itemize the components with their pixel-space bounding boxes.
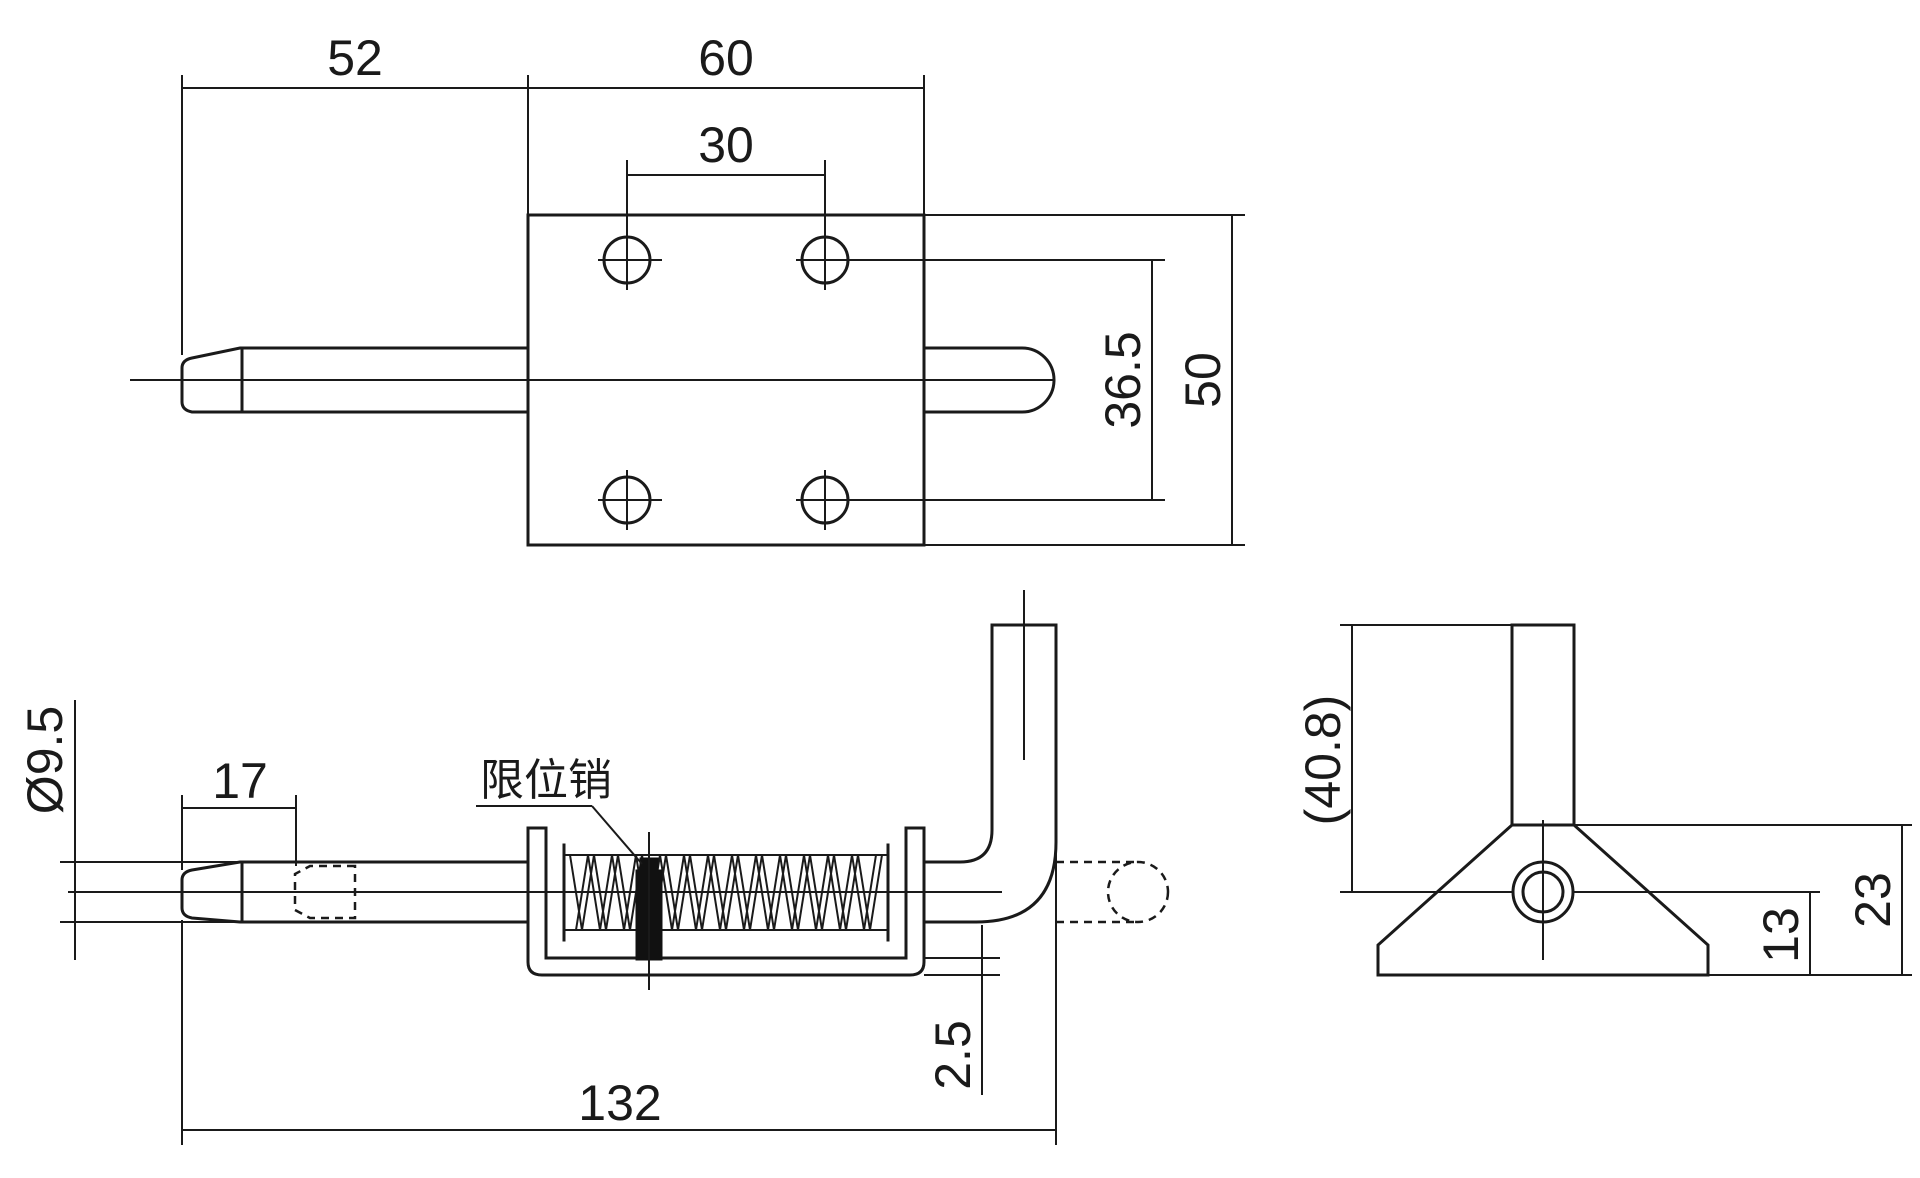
dim-52-label: 52 xyxy=(327,30,383,86)
extended-pin-end-dashed xyxy=(1106,860,1170,924)
dim-diameter: Ø9.5 xyxy=(17,700,528,960)
dim-132: 132 xyxy=(181,850,1057,1145)
stop-pin-label: 限位销 xyxy=(480,755,612,806)
dim-13: 13 xyxy=(1573,891,1820,976)
dim-36-5: 36.5 xyxy=(1095,260,1153,500)
dim-60: 60 xyxy=(528,30,925,215)
hole-bottom-right xyxy=(796,470,1165,530)
end-handle-post xyxy=(1510,623,1576,827)
stop-pin-callout: 限位销 xyxy=(476,755,643,865)
dim-23: 23 xyxy=(1574,824,1912,976)
dim-36-5-label: 36.5 xyxy=(1095,331,1151,428)
dim-diameter-label: Ø9.5 xyxy=(17,706,73,814)
l-handle xyxy=(922,623,1058,924)
dim-52: 52 xyxy=(181,30,529,355)
dim-60-label: 60 xyxy=(698,30,754,86)
top-left-pin xyxy=(180,346,530,414)
dim-23-label: 23 xyxy=(1845,872,1901,928)
side-pin-left xyxy=(180,860,530,924)
hole-bottom-left xyxy=(598,470,662,530)
top-view: 52 60 30 36.5 50 xyxy=(130,30,1245,547)
dim-50-label: 50 xyxy=(1175,352,1231,408)
hole-top-left xyxy=(598,232,662,290)
spring xyxy=(564,854,888,931)
dim-40-8-label: (40.8) xyxy=(1295,695,1351,826)
extended-pin-dashed xyxy=(1056,860,1138,924)
dim-40-8: (40.8) xyxy=(1295,624,1574,893)
dim-2-5: 2.5 xyxy=(924,925,1000,1095)
dim-132-label: 132 xyxy=(578,1075,661,1131)
housing xyxy=(526,826,926,977)
dim-13-label: 13 xyxy=(1753,907,1809,963)
dim-2-5-label: 2.5 xyxy=(925,1020,981,1090)
dim-30: 30 xyxy=(626,117,825,232)
dim-30-label: 30 xyxy=(698,117,754,173)
stop-pin xyxy=(635,832,663,990)
dim-17-label: 17 xyxy=(212,753,268,809)
dim-50: 50 xyxy=(924,214,1245,546)
hole-top-right xyxy=(796,160,1165,290)
end-view: (40.8) 13 23 xyxy=(1295,623,1912,977)
dim-17: 17 xyxy=(181,753,297,870)
side-view: 限位销 Ø9.5 17 132 xyxy=(17,590,1170,1145)
retracted-tip-dashed xyxy=(293,864,357,920)
